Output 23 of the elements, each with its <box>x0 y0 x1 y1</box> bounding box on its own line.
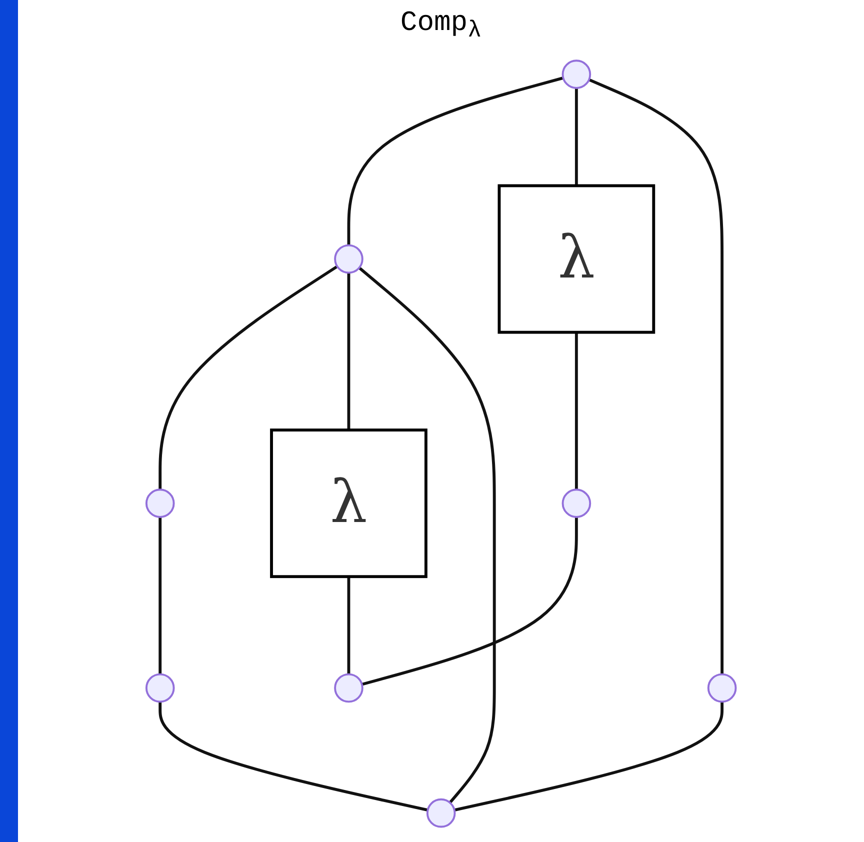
connector <box>347 272 350 430</box>
connector <box>158 264 338 490</box>
node-box: λ <box>498 184 656 334</box>
connector <box>347 76 564 245</box>
connector <box>588 78 724 674</box>
connector <box>158 701 428 812</box>
diagram-label: Comp$_{λ}$ <box>400 8 482 39</box>
node-circle <box>562 488 592 518</box>
node-box: λ <box>270 428 428 578</box>
node-circle <box>145 488 175 518</box>
connector <box>574 332 578 490</box>
node-circle <box>707 672 737 702</box>
node-circle <box>426 798 456 828</box>
node-circle <box>334 672 364 702</box>
connector <box>347 576 350 674</box>
connector <box>454 701 724 812</box>
connector <box>158 516 162 674</box>
connector <box>358 266 496 804</box>
connector <box>361 516 578 686</box>
connector <box>574 88 578 186</box>
node-circle <box>145 672 175 702</box>
node-circle <box>562 59 592 89</box>
node-circle <box>334 244 364 274</box>
